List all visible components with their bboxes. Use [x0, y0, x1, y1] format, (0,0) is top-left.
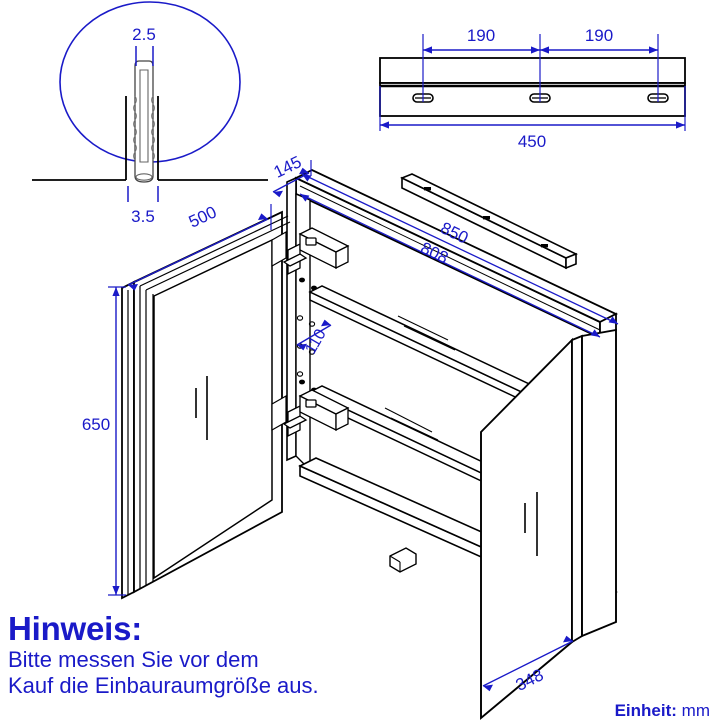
dimension-450-label: 450	[518, 132, 546, 151]
notice-line-1: Bitte messen Sie vor dem	[8, 646, 259, 672]
interior-reflection-lines	[384, 315, 456, 441]
dimension-450: 450	[380, 121, 685, 151]
wall-rail-group: 190 190 450	[379, 26, 686, 151]
dimension-3-5	[127, 186, 159, 202]
dimension-2-5-label: 2.5	[132, 25, 156, 44]
dimension-650: 650	[82, 286, 126, 596]
hinge-upper	[282, 227, 350, 276]
wall-rail-extension-lines	[379, 34, 686, 131]
dimension-3-5-label: 3.5	[131, 207, 155, 226]
left-door-panel	[121, 210, 291, 600]
left-door-hinge-plates	[271, 230, 287, 432]
magnet-catch	[389, 547, 417, 573]
dimension-190-right: 190	[540, 26, 658, 54]
cabinet-assembly: 145 500 650 850	[82, 152, 619, 721]
dimension-500-label: 500	[186, 202, 220, 231]
wall-rail-body	[379, 57, 686, 117]
right-door-panel	[480, 328, 617, 721]
wall-plug-icon	[133, 60, 155, 183]
notice-title: Hinweis:	[8, 610, 143, 647]
unit-block: Einheit: mm	[615, 701, 710, 721]
left-door-handle-mark	[195, 376, 208, 440]
dimension-190-left: 190	[423, 26, 540, 54]
left-door-mirror	[153, 238, 273, 580]
unit-label: Einheit:	[614, 701, 677, 720]
hinge-lower	[282, 389, 350, 438]
dimension-2-5	[135, 46, 154, 66]
right-door-handle-mark	[524, 492, 538, 556]
wall-rail-iso	[400, 173, 578, 270]
dimension-190-left-label: 190	[467, 26, 495, 45]
detail-circle-group: 2.5 3.5	[32, 1, 268, 226]
dimension-650-label: 650	[82, 415, 110, 434]
wall-rail-iso-slots	[424, 187, 548, 248]
notice-block: Hinweis: Bitte messen Sie vor dem Kauf d…	[8, 610, 428, 700]
unit-value: mm	[681, 701, 710, 720]
notice-line-2: Kauf die Einbauraumgröße aus.	[8, 673, 319, 699]
dimension-190-right-label: 190	[585, 26, 613, 45]
wall-section-lines	[32, 96, 268, 181]
